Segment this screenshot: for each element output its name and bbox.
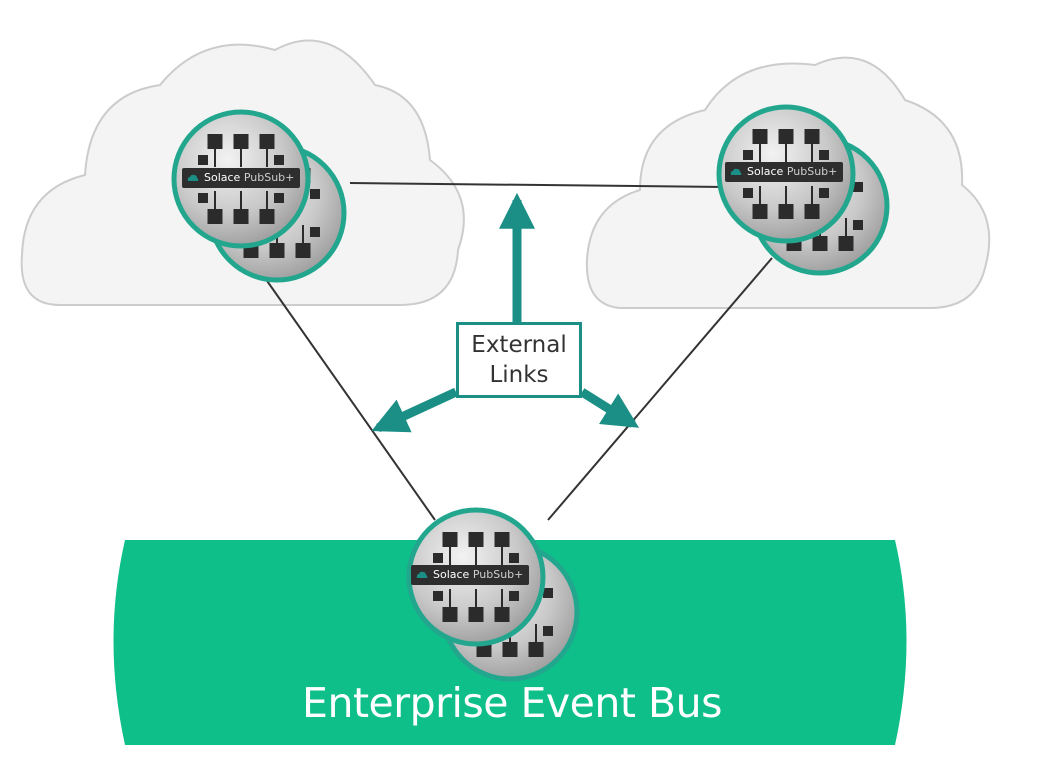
broker-left-brand-name: Solace (204, 171, 241, 184)
broker-right-cloud-primary-disc-topology-icon (743, 129, 829, 219)
callout-line-2: Links (489, 362, 549, 388)
broker-left-cloud-primary-disc-topology-icon (198, 134, 284, 224)
link-right-bus (547, 257, 773, 521)
solace-cloud-icon (187, 174, 199, 181)
event-bus-label: Enterprise Event Bus (302, 679, 722, 727)
arrow-right (579, 388, 640, 428)
broker-right-brand-name: Solace (747, 165, 784, 178)
broker-bus-brand-product: PubSub+ (472, 568, 524, 581)
callout-line-1: External (471, 332, 567, 358)
external-links-arrows (371, 192, 640, 433)
external-links-callout: External Links (456, 322, 582, 398)
broker-right-cloud-badge: Solace PubSub+ (725, 162, 844, 182)
arrow-left (371, 387, 458, 433)
broker-event-bus-primary-disc-topology-icon (433, 532, 519, 622)
link-left-right (349, 182, 726, 188)
solace-cloud-icon (730, 168, 742, 175)
solace-cloud-icon (416, 571, 428, 578)
broker-left-cloud-badge: Solace PubSub+ (182, 168, 301, 188)
broker-event-bus-badge: Solace PubSub+ (411, 565, 530, 585)
broker-left-brand-product: PubSub+ (243, 171, 295, 184)
broker-right-brand-product: PubSub+ (786, 165, 838, 178)
link-left-bus (257, 267, 436, 521)
broker-bus-brand-name: Solace (433, 568, 470, 581)
